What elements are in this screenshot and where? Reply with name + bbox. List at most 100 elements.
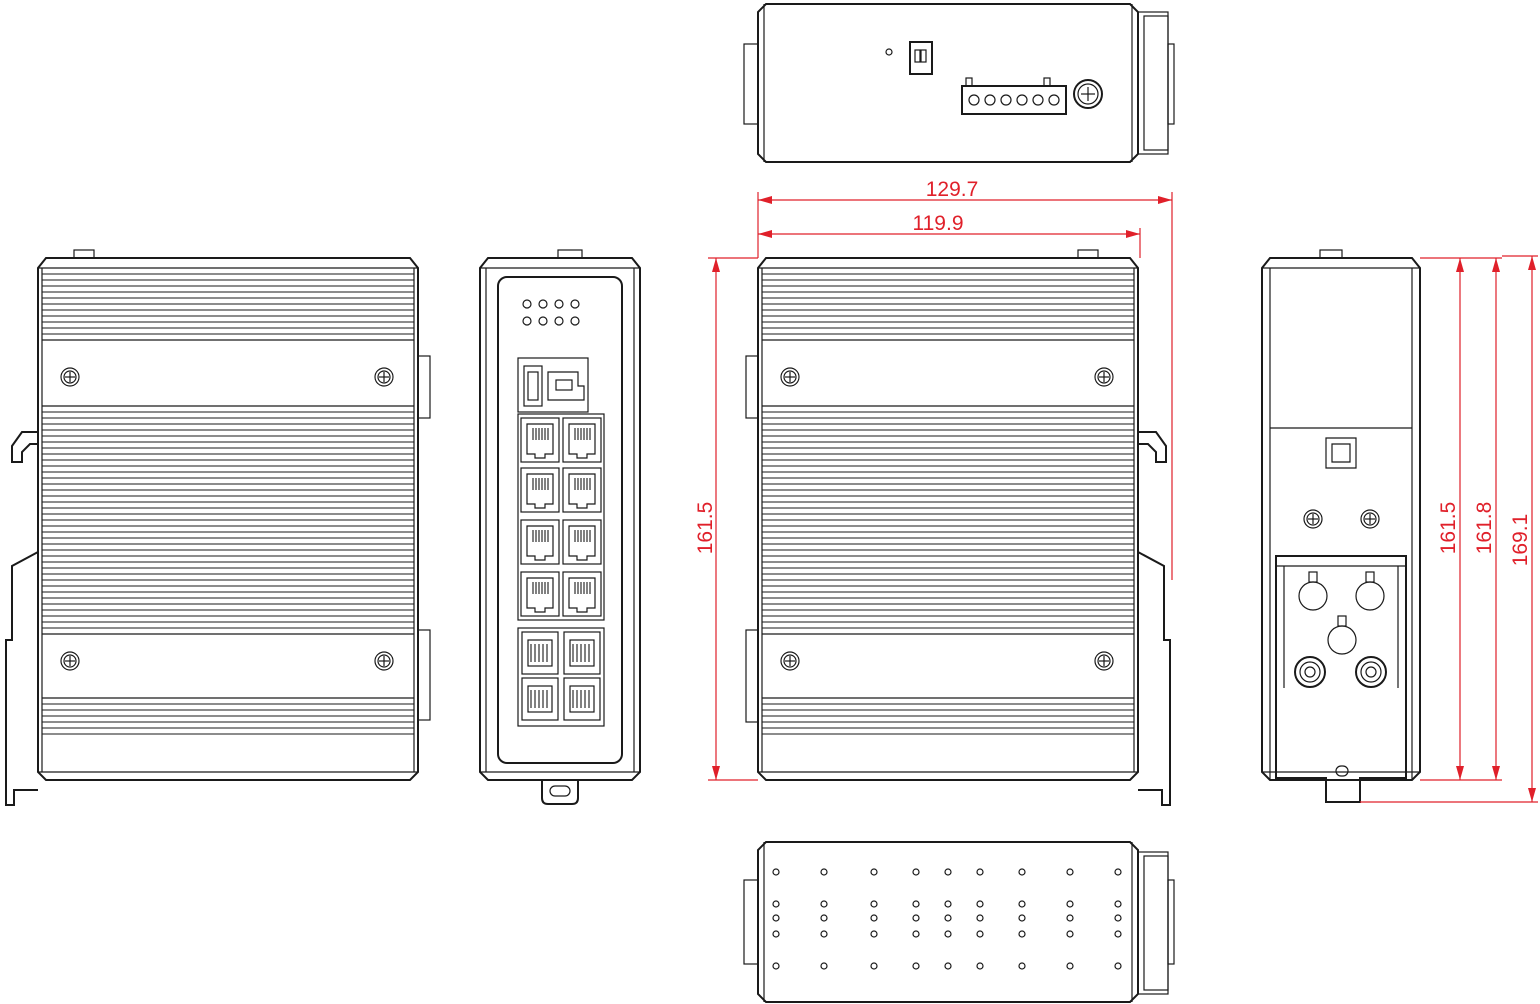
din-rail-clip [1138,431,1167,463]
vent-hole [870,914,878,922]
rj45-port [520,571,560,617]
vent-hole [820,900,828,908]
power-terminal-block [961,77,1067,115]
vent-hole [1066,962,1074,970]
din-rail-back-view [1261,249,1421,803]
vent-hole [1066,914,1074,922]
dimension-lines [708,192,1538,803]
led-icon [538,299,548,309]
vent-hole [976,914,984,922]
vent-hole [820,914,828,922]
heat-sink-fins [42,273,414,335]
mounting-screw-icon [780,651,800,671]
rj45-port [562,467,602,513]
mounting-screw-icon [374,367,394,387]
ground-screw-icon [1073,79,1103,109]
rj45-port [562,519,602,565]
rj45-port [520,417,560,463]
led-icon [554,316,564,326]
led-icon [570,316,580,326]
heat-sink-fins [762,411,1134,629]
vent-hole [944,914,952,922]
mounting-screw-icon [1094,367,1114,387]
vent-hole [772,962,780,970]
heat-sink-fins [42,703,414,735]
sfp-fiber-ports [521,631,601,721]
vent-hole [1018,930,1026,938]
vent-hole [1066,868,1074,876]
vent-hole [772,868,780,876]
rj45-port [520,519,560,565]
rj45-port [520,467,560,513]
console-ports [517,357,589,413]
led-icon [554,299,564,309]
vent-hole [1114,962,1122,970]
led-icon [522,316,532,326]
sfp-port [563,677,601,721]
vent-hole [820,868,828,876]
status-led-indicators [522,299,580,326]
mounting-screw-icon [1360,509,1380,529]
dim-body-width: 119.9 [913,212,964,235]
vent-hole [912,868,920,876]
vent-hole [944,962,952,970]
mounting-screw-icon [60,651,80,671]
heat-sink-fins [762,273,1134,335]
din-rail-latch [1325,437,1357,469]
rj45-ethernet-ports [520,417,602,617]
vent-hole [820,962,828,970]
vent-hole [870,962,878,970]
vent-hole [820,930,828,938]
dim-rear-height-with-clip: 161.8 [1473,502,1496,555]
vent-hole [912,900,920,908]
mounting-screw-icon [1303,509,1323,529]
sfp-port [563,631,601,675]
bottom-view [743,841,1175,1003]
din-rail-clip [5,551,39,806]
led-icon [538,316,548,326]
vent-hole [870,930,878,938]
dim-side-height: 161.5 [694,502,717,555]
vent-hole [1018,868,1026,876]
sfp-port [521,631,559,675]
vent-hole [976,868,984,876]
front-panel-view [479,249,641,805]
right-side-view [745,249,1171,806]
heat-sink-fins [762,703,1134,735]
dim-overall-height: 169.1 [1509,514,1532,567]
vent-hole [1066,900,1074,908]
vent-hole [944,900,952,908]
sfp-port [521,677,559,721]
mounting-screw-icon [780,367,800,387]
dim-rear-height: 161.5 [1437,502,1460,555]
vent-hole [944,868,952,876]
wall-mount-tab [541,780,579,805]
vent-hole [976,900,984,908]
led-icon [570,299,580,309]
vent-hole [912,914,920,922]
mounting-screw-icon [374,651,394,671]
mounting-screw-icon [60,367,80,387]
mounting-screw-icon [1094,651,1114,671]
vent-hole [1114,868,1122,876]
vent-hole [1018,962,1026,970]
rj45-port [562,417,602,463]
vent-hole [912,962,920,970]
din-rail-bracket [1275,555,1407,803]
ventilation-holes [772,868,1122,970]
top-view [743,3,1175,163]
vent-hole [1018,914,1026,922]
vent-hole [1018,900,1026,908]
vent-hole [1066,930,1074,938]
rj45-port [562,571,602,617]
heat-sink-fins [42,411,414,629]
dip-switch [909,41,933,75]
vent-hole [772,930,780,938]
vent-hole [772,914,780,922]
vent-hole [976,962,984,970]
left-side-view [5,249,431,806]
vent-hole [912,930,920,938]
vent-hole [944,930,952,938]
din-rail-clip [11,431,38,463]
